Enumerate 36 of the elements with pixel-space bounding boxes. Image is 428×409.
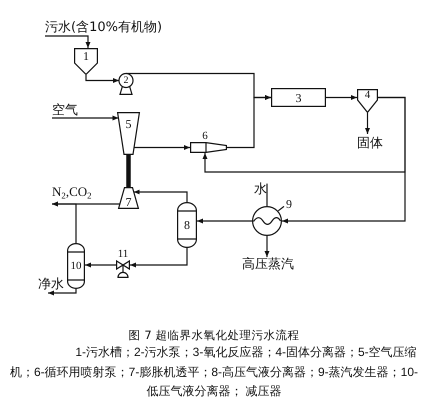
arrow	[282, 96, 406, 224]
arrow	[52, 116, 118, 120]
separator-vessel: 8	[177, 202, 197, 248]
hopper-tank: 1	[74, 48, 98, 75]
separator-vessel: 10	[67, 243, 85, 289]
leader-line	[278, 206, 284, 212]
stream-label: 固体	[355, 134, 385, 151]
arrow	[326, 95, 357, 100]
callout-number: 9	[284, 198, 294, 210]
reactor-box: 3	[271, 88, 326, 107]
arrow	[197, 218, 252, 224]
stream-label: 水	[252, 182, 267, 198]
arrow	[227, 95, 271, 148]
figure-note: 1-污水槽；2-污水泵；3-氧化反应器；4-固体分离器；5-空气压缩机；6-循环用喷射泵；7-膨胀机透平；8-高压气液分离器；9-蒸汽发生器；10-低压气液分离器； 减压器	[8, 344, 420, 400]
stream-label: 空气	[52, 103, 80, 118]
separator-hopper: 4	[357, 89, 378, 113]
arrow	[134, 190, 188, 202]
arrow	[130, 248, 188, 268]
heat-exchanger	[252, 206, 282, 236]
arrow	[48, 289, 77, 296]
arrow	[85, 75, 119, 83]
compressor-symbol: 5	[117, 112, 140, 155]
arrow	[365, 113, 370, 134]
arrow	[85, 262, 116, 268]
stream-label: 高压蒸汽	[240, 257, 296, 274]
stream-label: N$_{2}$,CO$_{2}$	[52, 184, 98, 204]
stream-label: 污水(含10%有机物)	[45, 20, 167, 36]
shaft	[126, 155, 131, 187]
stream-label: 净水	[38, 277, 66, 293]
arrow	[134, 145, 190, 150]
arrow	[45, 35, 90, 48]
arrow	[264, 236, 270, 257]
turbine-symbol: 7	[118, 187, 139, 209]
arrow	[52, 202, 77, 243]
caption: 图 7 超临界水氧化处理污水流程	[128, 327, 300, 343]
line	[266, 184, 268, 206]
